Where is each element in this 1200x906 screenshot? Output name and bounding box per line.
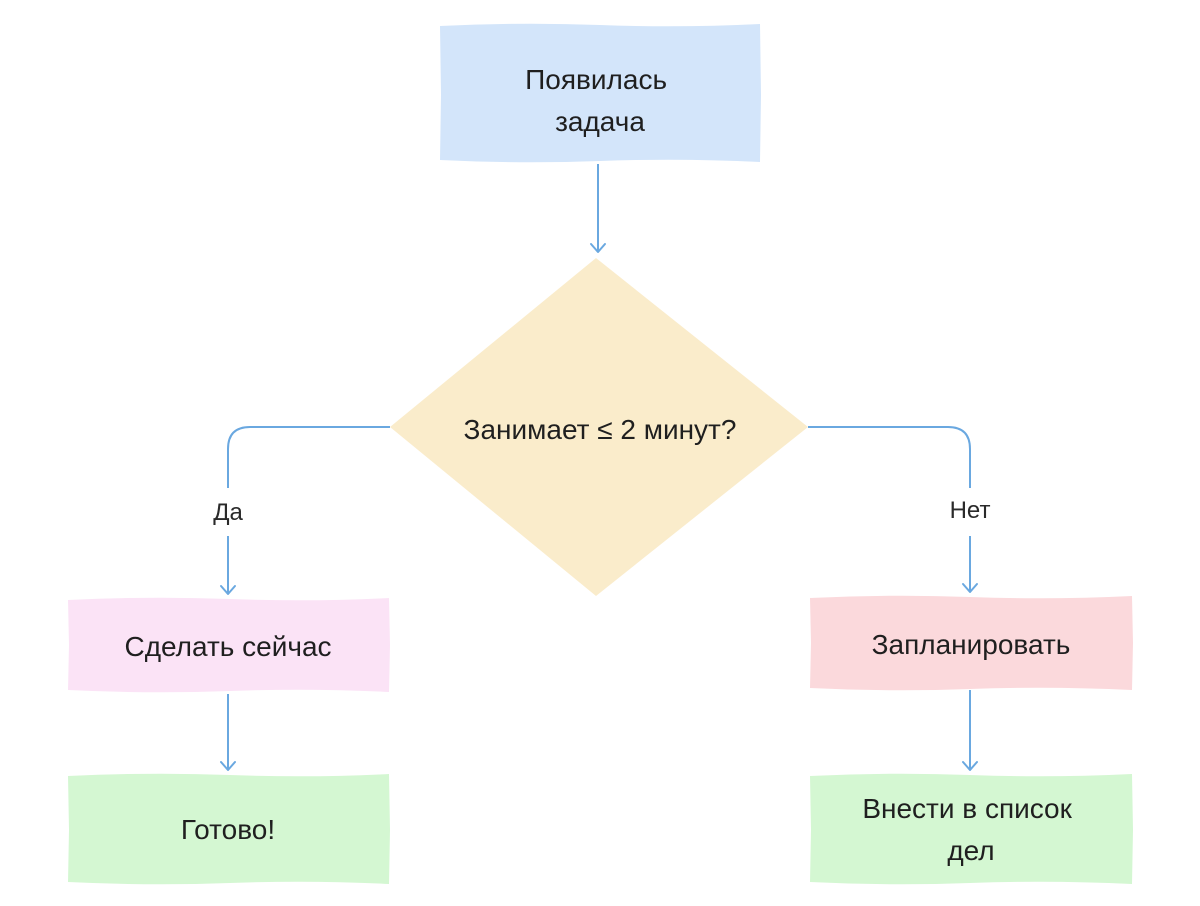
connector-decision-to-yes-label (227, 426, 390, 488)
node-plan-label: Запланировать (872, 629, 1071, 660)
node-do-now-label: Сделать сейчас (124, 631, 331, 662)
node-start-line2: задача (555, 106, 645, 137)
edge-label-yes: Да (213, 499, 243, 526)
node-add-list-line1: Внести в список (862, 793, 1072, 824)
connector-decision-to-no-label (808, 426, 971, 488)
node-decision-label: Занимает ≤ 2 минут? (464, 414, 737, 445)
node-do-now-shape (68, 597, 390, 693)
node-add-list-line2: дел (947, 835, 994, 866)
node-plan[interactable]: Запланировать (810, 595, 1133, 691)
node-done[interactable]: Готово! (68, 773, 390, 885)
node-add-list[interactable]: Внести в список дел (810, 773, 1133, 885)
node-decision[interactable]: Занимает ≤ 2 минут? (390, 258, 808, 596)
node-add-list-label: Внести в список дел (862, 793, 1079, 866)
node-start-shape (440, 23, 761, 163)
node-start[interactable]: Появилась задача (440, 23, 761, 163)
node-plan-shape (810, 595, 1133, 691)
node-done-label: Готово! (181, 814, 275, 845)
connectors (220, 164, 978, 771)
node-decision-shape (390, 258, 808, 596)
node-done-shape (68, 773, 390, 885)
node-start-line1: Появилась (525, 64, 667, 95)
node-add-list-shape (810, 773, 1133, 885)
edge-label-no: Нет (950, 497, 991, 524)
node-start-label: Появилась задача (525, 64, 675, 137)
node-do-now[interactable]: Сделать сейчас (68, 597, 390, 693)
